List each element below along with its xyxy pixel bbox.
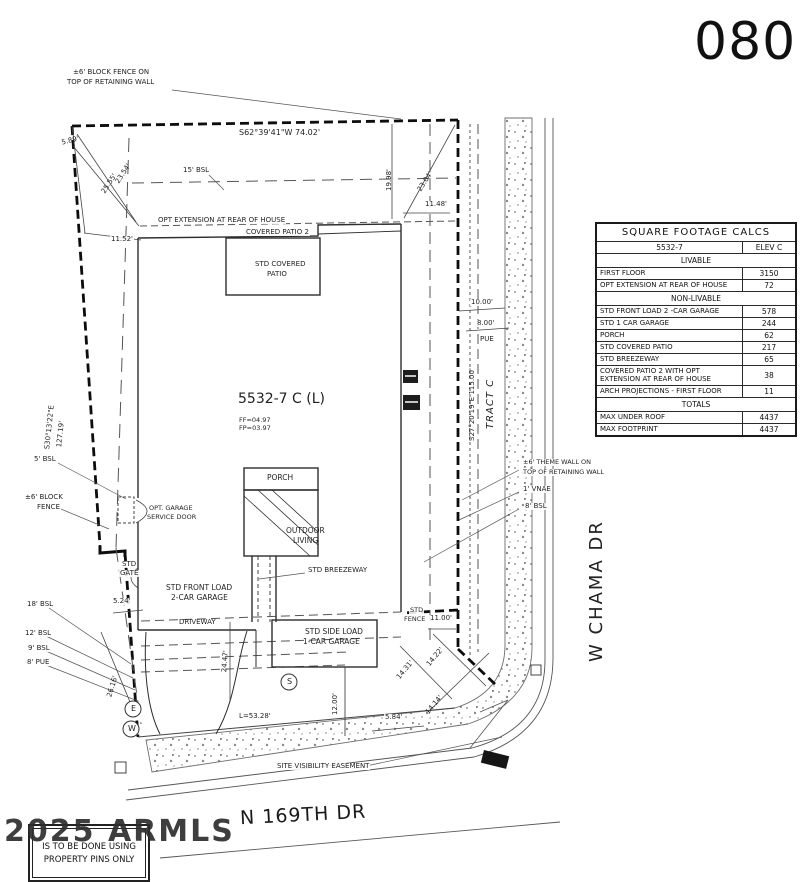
street-label-chama: W CHAMA DR	[586, 520, 607, 662]
block-fence-line1: ±6' BLOCK	[24, 493, 64, 501]
table-row-value: 3150	[742, 267, 797, 280]
setback-lines	[115, 124, 479, 725]
dim-12-00: 12.00'	[331, 693, 339, 715]
table-section-non-livable: NON-LIVABLE	[595, 291, 797, 306]
square-footage-table: SQUARE FOOTAGE CALCS 5532-7 ELEV C LIVAB…	[595, 222, 797, 437]
page-number: 080	[694, 12, 797, 72]
table-row-value: 38	[742, 365, 797, 386]
table-row-label: COVERED PATIO 2 WITH OPT EXTENSION AT RE…	[595, 365, 743, 386]
bsl-8-label: 8' BSL	[524, 502, 548, 510]
std-covered-patio-line1: STD COVERED	[255, 260, 306, 268]
utility-boxes	[403, 370, 420, 410]
bsl-12-label: 12' BSL	[24, 629, 53, 637]
lot-bottom-line	[137, 707, 456, 738]
std-gate-line2: GATE	[119, 569, 140, 577]
dim-5-84: 5.84'	[384, 713, 404, 721]
block-fence-line2: FENCE	[36, 503, 61, 511]
std-fence-line1: STD	[409, 606, 425, 614]
opt-garage-door-line2: SERVICE DOOR	[147, 513, 197, 521]
opt-extension-label: OPT EXTENSION AT REAR OF HOUSE	[157, 216, 287, 224]
std-breezeway-label: STD BREEZEWAY	[307, 566, 369, 574]
pue-8-label: 8' PUE	[26, 658, 51, 666]
outdoor-living-line1: OUTDOOR	[286, 526, 325, 535]
outdoor-living-line2: LIVING	[293, 536, 319, 545]
std-front-load-line2: 2-CAR GARAGE	[171, 593, 228, 602]
table-title: SQUARE FOOTAGE CALCS	[595, 222, 797, 242]
std-gate-line1: STD	[121, 560, 138, 568]
dim-11-52: 11.52'	[110, 235, 134, 243]
table-row-label: ARCH PROJECTIONS - FIRST FLOOR	[595, 384, 743, 398]
marker-w: W	[128, 724, 136, 733]
service-door	[117, 496, 148, 589]
table-row-value: 62	[742, 329, 797, 342]
fp-elevation: FP=03.97	[239, 424, 271, 432]
marker-circles	[122, 673, 298, 738]
fence-note-line2: TOP OF RETAINING WALL	[66, 78, 156, 86]
bearing-right: S27°20'19"E 115.00'	[468, 368, 476, 441]
bsl-9-label: 9' BSL	[27, 644, 51, 652]
table-row-label: MAX FOOTPRINT	[595, 422, 743, 437]
driveway-label: DRIVEWAY	[179, 618, 216, 626]
bsl-5-label: 5' BSL	[33, 455, 57, 463]
table-row-value: 4437	[742, 410, 797, 424]
dim-11-48: 11.48'	[424, 200, 448, 208]
std-side-load-line2: 1-CAR GARAGE	[303, 637, 360, 646]
vnae-label: 1' VNAE	[522, 485, 552, 493]
theme-wall-line2: TOP OF RETAINING WALL	[522, 468, 605, 476]
table-row-label: STD 1 CAR GARAGE	[595, 317, 743, 330]
dim-19-98: 19.98'	[385, 169, 393, 191]
covered-patio-2-label: COVERED PATIO 2	[245, 228, 310, 236]
block-fence-step	[98, 546, 127, 557]
table-row-label: PORCH	[595, 329, 743, 342]
bsl-18-label: 18' BSL	[26, 600, 55, 608]
marker-e: E	[131, 704, 137, 713]
lot-boundary	[70, 118, 498, 738]
table-row-label: MAX UNDER ROOF	[595, 410, 743, 424]
tract-c-label: TRACT C	[485, 378, 496, 429]
table-elevation: ELEV C	[742, 241, 797, 254]
bsl-15-label: 15' BSL	[182, 166, 211, 174]
bearing-top: S62°39'41"W 74.02'	[238, 128, 322, 137]
watermark-text: 2025 ARMLS	[4, 814, 235, 849]
corner-features	[114, 664, 542, 774]
table-row-value: 4437	[742, 422, 797, 437]
arc-length-label: L=53.28'	[238, 712, 272, 720]
table-row-label: FIRST FLOOR	[595, 267, 743, 280]
theme-wall-line1: ±6' THEME WALL ON	[522, 458, 592, 466]
std-front-load-line1: STD FRONT LOAD	[166, 583, 233, 592]
marker-s: S	[287, 677, 293, 686]
table-row-value: 578	[742, 305, 797, 318]
leader-lines	[45, 89, 520, 770]
fence-note-line1: ±6' BLOCK FENCE ON	[72, 68, 151, 76]
table-row-label: OPT EXTENSION AT REAR OF HOUSE	[595, 279, 743, 292]
std-side-load-line1: STD SIDE LOAD	[305, 627, 363, 636]
std-fence-line2: FENCE	[403, 615, 427, 623]
table-row-label: STD COVERED PATIO	[595, 341, 743, 354]
table-section-livable: LIVABLE	[595, 253, 797, 268]
dim-11-00: 11.00'	[429, 614, 453, 622]
table-row-value: 72	[742, 279, 797, 292]
table-row-label: STD FRONT LOAD 2 -CAR GARAGE	[595, 305, 743, 318]
opt-garage-door-line1: OPT. GARAGE	[149, 504, 193, 512]
table-row-value: 65	[742, 353, 797, 366]
ff-elevation: FF=04.97	[239, 416, 271, 424]
note-line-2: PROPERTY PINS ONLY	[43, 854, 135, 865]
dimension-lines	[71, 124, 510, 732]
dim-10-00: 10.00'	[470, 298, 494, 306]
note-line-1: IS TO BE DONE USING	[42, 842, 136, 852]
lot-label: 5532-7 C (L)	[238, 391, 325, 407]
table-row-label: STD BREEZEWAY	[595, 353, 743, 366]
table-section-totals: TOTALS	[595, 396, 797, 412]
porch-label: PORCH	[267, 473, 294, 482]
std-covered-patio-line2: PATIO	[267, 270, 287, 278]
dim-5-24: 5.24'	[112, 597, 132, 605]
pue-label: PUE	[479, 335, 495, 343]
dim-8-00: 8.00'	[476, 319, 496, 327]
site-visibility-label: SITE VISIBILITY EASEMENT	[276, 762, 371, 770]
table-row-value: 244	[742, 317, 797, 330]
table-row-value: 11	[742, 384, 797, 398]
table-row-value: 217	[742, 341, 797, 354]
table-plan-id: 5532-7	[595, 241, 743, 254]
